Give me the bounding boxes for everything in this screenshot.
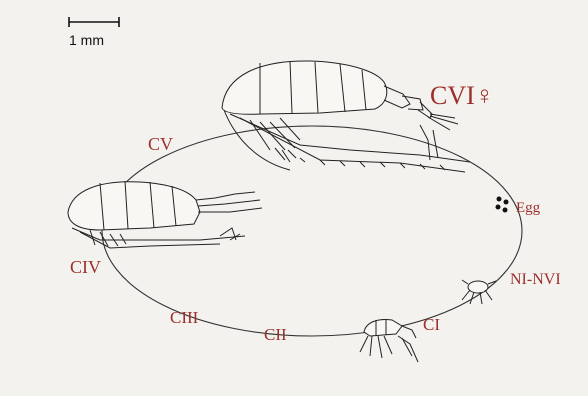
- copepodite-civ-illustration: [68, 181, 262, 248]
- egg-cluster-illustration: [496, 197, 509, 213]
- life-cycle-ring: [102, 126, 522, 336]
- copepodite-ci-illustration: [360, 320, 418, 363]
- stage-label-ciii: CIII: [170, 308, 199, 327]
- stage-label-cii: CII: [264, 325, 287, 344]
- scale-bar-label: 1 mm: [69, 32, 104, 48]
- stage-label-nauplius: NI-NVI: [510, 271, 561, 288]
- scale-bar: [69, 17, 119, 27]
- adult-female-copepod-illustration: [222, 61, 470, 172]
- stage-label-civ: CIV: [70, 257, 101, 277]
- nauplius-illustration: [462, 280, 496, 304]
- stage-label-cv: CV: [148, 134, 173, 154]
- stage-label-egg: Egg: [516, 200, 541, 216]
- stage-label-cvi: CVI♀: [430, 81, 494, 110]
- stage-label-ci: CI: [423, 315, 440, 334]
